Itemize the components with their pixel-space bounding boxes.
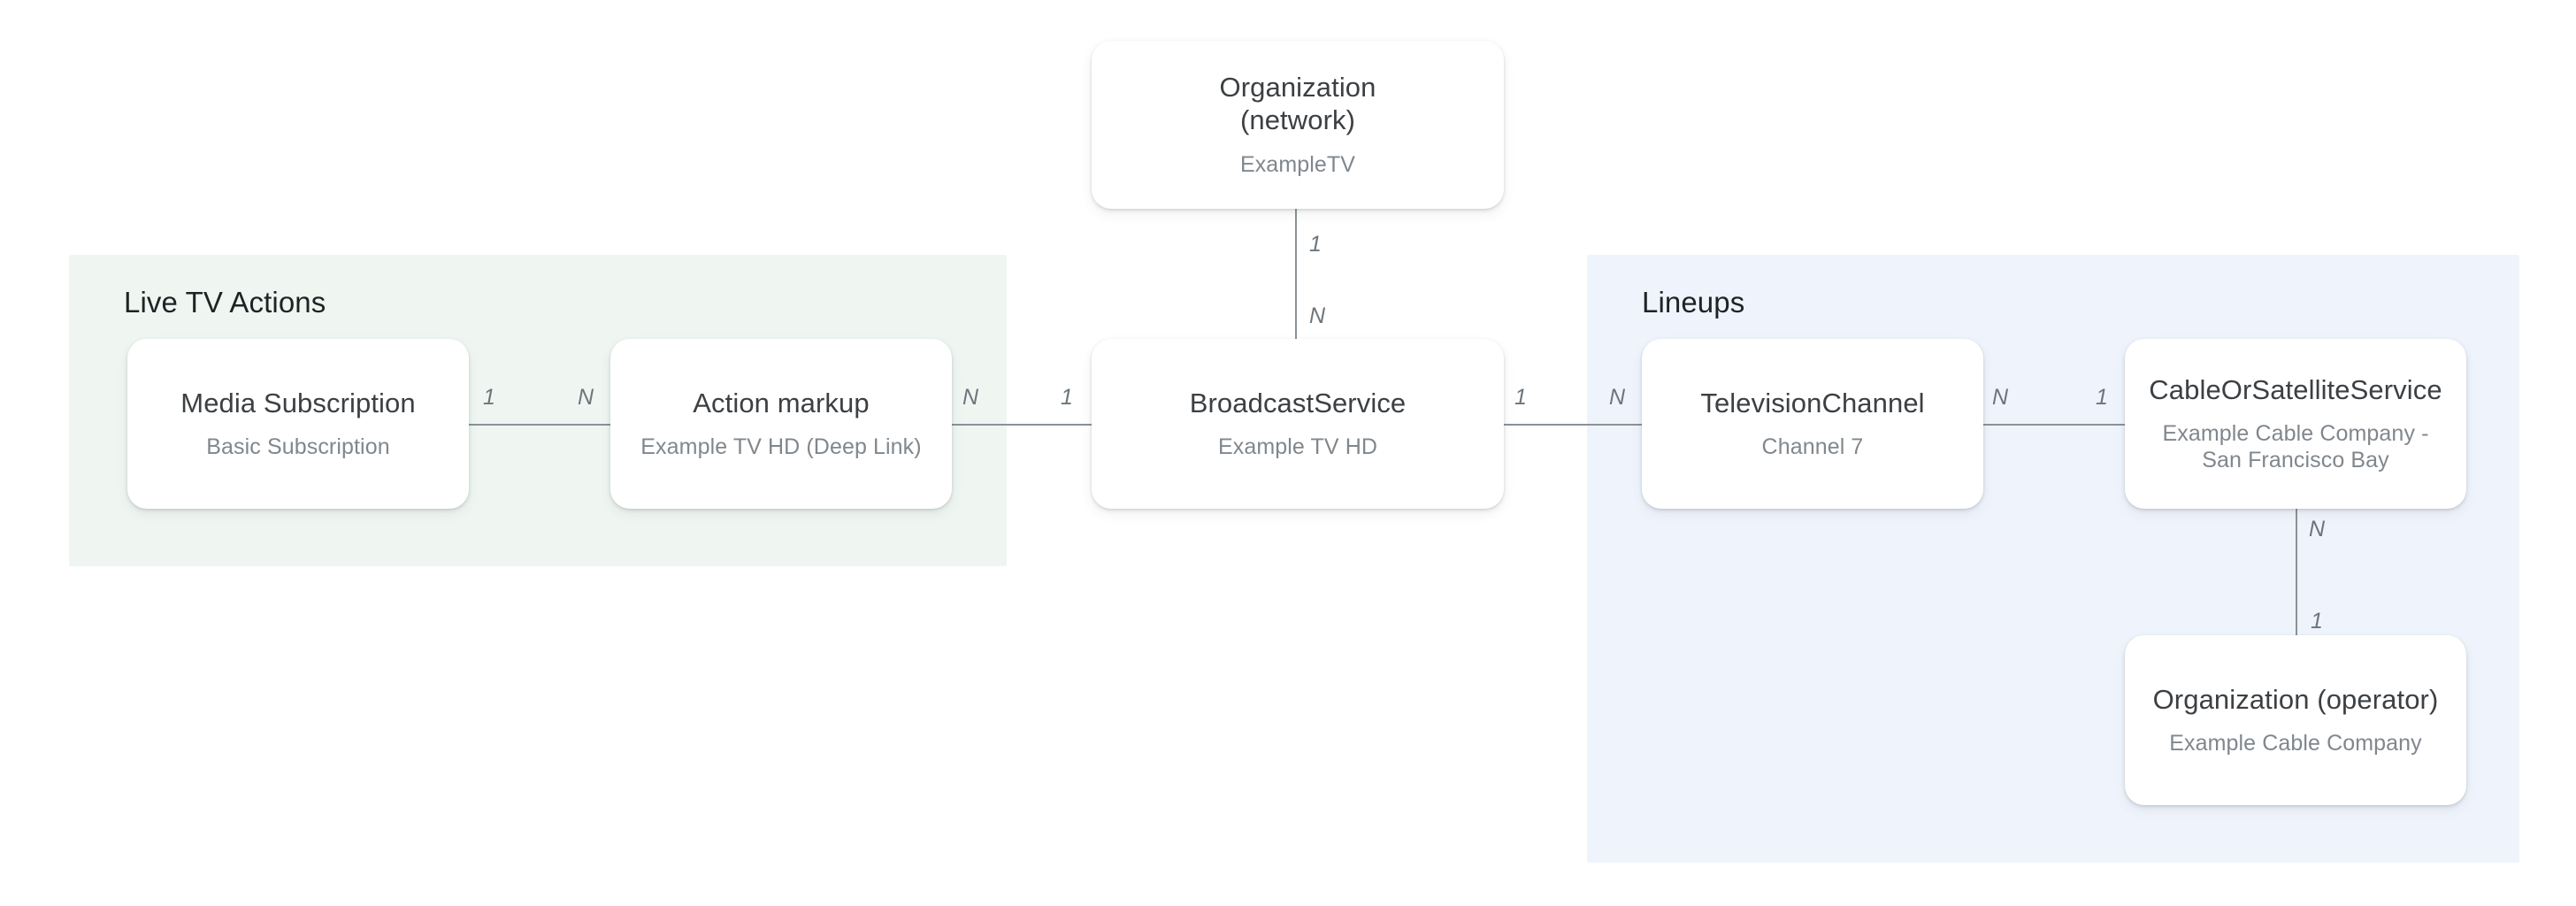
node-title-media-subscription: Media Subscription bbox=[180, 387, 416, 418]
edge-label-org-network-to-broadcast-service-0: 1 bbox=[1309, 232, 1322, 257]
node-title-action-markup: Action markup bbox=[693, 387, 870, 418]
edge-label-media-subscription-to-action-markup-1: N bbox=[578, 385, 594, 410]
node-subtitle-broadcast-service: Example TV HD bbox=[1217, 434, 1378, 460]
node-subtitle-cable-or-satellite-service: Example Cable Company - San Francisco Ba… bbox=[2162, 421, 2429, 473]
node-title-organization-operator: Organization (operator) bbox=[2152, 683, 2439, 715]
node-subtitle-organization-network: ExampleTV bbox=[1239, 151, 1356, 177]
node-subtitle-television-channel: Channel 7 bbox=[1761, 434, 1864, 460]
edge-label-cable-or-satellite-service-to-org-operator-0: N bbox=[2309, 517, 2326, 541]
edge-label-action-markup-to-broadcast-service-0: N bbox=[962, 385, 979, 410]
node-title-cable-or-satellite-service: CableOrSatelliteService bbox=[2149, 373, 2442, 405]
node-title-organization-network: Organization (network) bbox=[1219, 72, 1376, 135]
edge-label-broadcast-service-to-television-channel-1: N bbox=[1609, 385, 1626, 410]
edge-media-subscription-to-action-markup bbox=[469, 424, 610, 426]
edge-action-markup-to-broadcast-service bbox=[952, 424, 1092, 426]
node-organization-operator[interactable]: Organization (operator) Example Cable Com… bbox=[2125, 635, 2466, 805]
edge-label-broadcast-service-to-television-channel-0: 1 bbox=[1514, 385, 1527, 410]
node-subtitle-media-subscription: Basic Subscription bbox=[206, 434, 390, 460]
node-title-television-channel: TelevisionChannel bbox=[1700, 387, 1925, 418]
node-subtitle-organization-operator: Example Cable Company bbox=[2169, 731, 2422, 756]
group-title-lineups: Lineups bbox=[1642, 286, 1745, 319]
edge-cable-or-satellite-service-to-org-operator bbox=[2296, 509, 2297, 635]
edge-broadcast-service-to-television-channel bbox=[1504, 424, 1642, 426]
edge-org-network-to-broadcast-service bbox=[1295, 209, 1297, 339]
group-title-live-tv-actions: Live TV Actions bbox=[124, 286, 326, 319]
edge-label-television-channel-to-cable-or-satellite-service-0: N bbox=[1992, 385, 2009, 410]
node-subtitle-action-markup: Example TV HD (Deep Link) bbox=[640, 434, 922, 460]
node-title-broadcast-service: BroadcastService bbox=[1189, 387, 1407, 418]
edge-label-media-subscription-to-action-markup-0: 1 bbox=[483, 385, 495, 410]
edge-label-television-channel-to-cable-or-satellite-service-1: 1 bbox=[2096, 385, 2108, 410]
edge-label-cable-or-satellite-service-to-org-operator-1: 1 bbox=[2311, 609, 2323, 633]
node-organization-network[interactable]: Organization (network) ExampleTV bbox=[1092, 41, 1504, 209]
edge-label-org-network-to-broadcast-service-1: N bbox=[1309, 303, 1326, 328]
edge-television-channel-to-cable-or-satellite-service bbox=[1983, 424, 2125, 426]
edge-label-action-markup-to-broadcast-service-1: 1 bbox=[1061, 385, 1073, 410]
